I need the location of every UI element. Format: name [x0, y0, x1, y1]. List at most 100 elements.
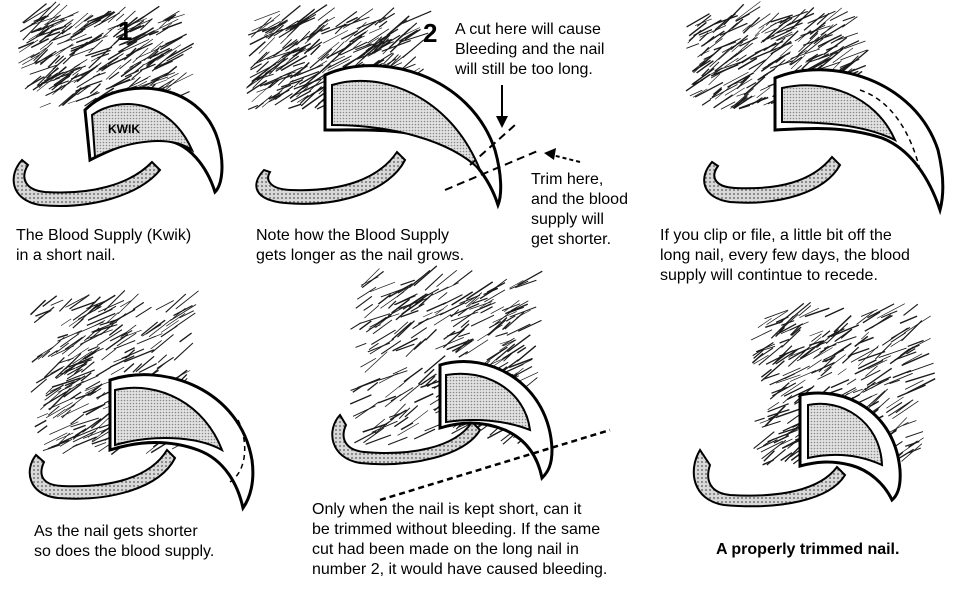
fur-stroke [332, 55, 346, 63]
fur-stroke [56, 66, 67, 77]
fur-stroke [42, 295, 58, 308]
fur-stroke [279, 71, 296, 78]
fur-stroke [281, 4, 301, 22]
fur-stroke [502, 434, 515, 445]
fur-stroke [365, 434, 392, 445]
fur-stroke [70, 28, 86, 39]
fur-stroke [901, 443, 923, 462]
fur-stroke [24, 75, 42, 90]
fur-stroke [350, 322, 361, 330]
fur-stroke [780, 379, 806, 397]
fur-stroke [151, 72, 169, 81]
fur-stroke [407, 410, 429, 426]
fur-stroke [375, 318, 387, 329]
fur-stroke [764, 309, 789, 320]
fur-stroke [247, 104, 259, 110]
toe-pad [255, 150, 407, 205]
fur-stroke [391, 298, 411, 314]
fur-stroke [249, 63, 277, 79]
fur-stroke [699, 25, 727, 38]
fur-stroke [44, 387, 62, 401]
fur-stroke [517, 270, 543, 286]
fur-stroke [119, 33, 146, 46]
fur-stroke [247, 28, 266, 36]
fur-stroke [886, 396, 904, 409]
fur-stroke [751, 97, 763, 105]
fur-stroke [88, 304, 99, 314]
fur-stroke [110, 355, 135, 368]
fur-stroke [57, 385, 73, 393]
fur-stroke [361, 270, 384, 289]
fur-stroke [517, 319, 542, 332]
fur-stroke [42, 3, 61, 21]
fur-stroke [714, 22, 739, 43]
fur-stroke [37, 19, 65, 32]
fur-stroke [856, 310, 875, 325]
fur-stroke [389, 409, 407, 421]
fur-stroke [858, 350, 886, 362]
fur-stroke [488, 321, 501, 329]
fur-stroke [55, 73, 70, 79]
fur-stroke [59, 433, 79, 444]
fur-stroke [709, 84, 738, 100]
fur-stroke [89, 83, 102, 94]
fur-stroke [35, 310, 50, 317]
fur-stroke [63, 19, 74, 27]
fur-stroke [140, 18, 153, 31]
fur-stroke [90, 56, 101, 62]
fur-stroke [393, 403, 406, 417]
fur-stroke [104, 305, 117, 314]
fur-stroke [378, 20, 388, 28]
fur-stroke [49, 30, 66, 43]
fur-stroke [55, 342, 69, 353]
fur-stroke [172, 308, 186, 319]
fur-stroke [790, 301, 811, 320]
kwik-shape [331, 79, 481, 171]
fur-stroke [175, 290, 199, 310]
fur-stroke [756, 345, 776, 353]
fur-stroke [91, 49, 111, 58]
fur-stroke [137, 80, 148, 87]
fur-stroke [423, 355, 446, 374]
fur-stroke [384, 34, 401, 46]
fur-stroke [865, 365, 878, 377]
fur-stroke [503, 353, 513, 362]
panel-3: If you clip or file, a little bit off th… [660, 0, 960, 300]
caption-2: Note how the Blood Supply gets longer as… [256, 227, 465, 264]
fur-stroke [118, 40, 138, 53]
fur-stroke [768, 413, 779, 420]
fur-stroke [327, 58, 351, 71]
fur-stroke [39, 41, 51, 50]
fur-stroke [72, 306, 92, 321]
fur-stroke [297, 9, 314, 23]
fur-stroke [340, 41, 368, 56]
fur-stroke [90, 15, 104, 22]
fur-stroke [399, 32, 429, 43]
fur-stroke [126, 47, 140, 58]
fur-stroke [382, 53, 395, 65]
fur-stroke [387, 305, 407, 317]
fur-stroke [337, 35, 363, 55]
fur-stroke [37, 340, 61, 360]
fur-stroke [33, 306, 55, 324]
fur-stroke [72, 68, 83, 76]
fur-stroke [70, 43, 84, 50]
caption-1: The Blood Supply (Kwik) in a short nail. [16, 227, 192, 264]
fur-stroke [345, 21, 367, 43]
fur-stroke [363, 303, 374, 311]
kwik-shape [807, 402, 884, 467]
fur-stroke [767, 408, 790, 418]
fur-stroke [96, 64, 108, 73]
fur-stroke [400, 422, 414, 431]
fur-stroke [417, 368, 435, 385]
fur-stroke [902, 353, 923, 365]
fur-stroke [902, 420, 917, 426]
fur-stroke [858, 345, 879, 366]
fur-stroke [895, 401, 911, 414]
fur-stroke [288, 103, 302, 110]
fur-stroke [280, 79, 303, 88]
fur-stroke [402, 10, 432, 24]
fur-stroke [761, 439, 787, 460]
fur-stroke [367, 48, 382, 57]
fur-stroke [129, 76, 141, 88]
